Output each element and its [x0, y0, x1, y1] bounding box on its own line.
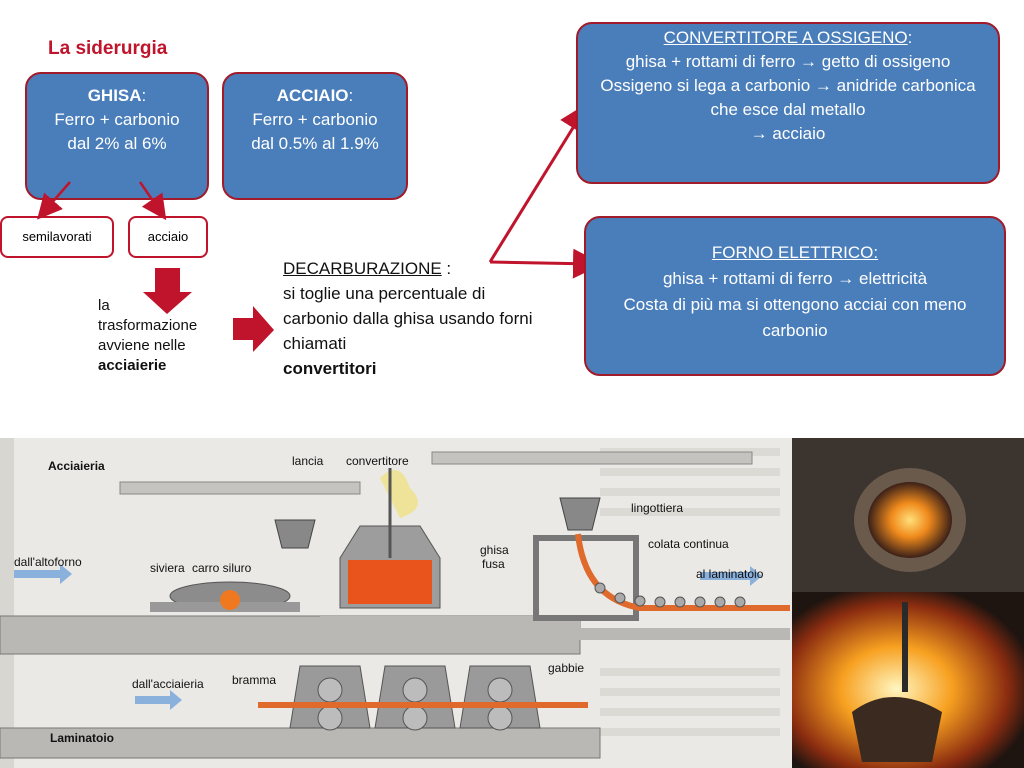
note-line1: la: [98, 297, 110, 314]
semilavorati-box: semilavorati: [0, 216, 114, 258]
label-fusa: fusa: [482, 557, 505, 571]
acciaio-colon: :: [348, 86, 354, 105]
decarb-body: si toglie una percentuale di carbonio da…: [283, 284, 533, 353]
label-lancia: lancia: [292, 454, 324, 468]
right-block-arrow: [233, 306, 274, 352]
forno-box: FORNO ELETTRICO: ghisa + rottami di ferr…: [584, 216, 1006, 376]
label-colata: colata continua: [648, 537, 729, 551]
label-convertitore: convertitore: [346, 454, 409, 468]
arrow-to-forno: [489, 248, 603, 279]
forno-heading: FORNO ELETTRICO:: [711, 243, 879, 262]
label-ghisa: ghisa: [480, 543, 509, 557]
label-al-laminatoio: al laminatoio: [696, 567, 764, 581]
furnace-photo-bottom: [792, 592, 1024, 768]
label-acciaieria: Acciaieria: [48, 459, 105, 473]
decarb-colon: :: [441, 259, 452, 278]
down-block-arrow: [143, 268, 192, 314]
arrow-to-semilavorati: [37, 181, 71, 220]
note-bold: acciaierie: [98, 357, 167, 374]
convertitore-line1: ghisa + rottami di ferro → getto di ossi…: [625, 52, 951, 71]
acciaio-box: ACCIAIO: Ferro + carbonio dal 0.5% al 1.…: [222, 72, 408, 200]
forno-line2: Costa di più ma si ottengono acciai con …: [623, 295, 967, 340]
note-line3: avviene nelle: [98, 337, 186, 354]
ghisa-colon: :: [141, 86, 147, 105]
ghisa-box: GHISA: Ferro + carbonio dal 2% al 6%: [25, 72, 209, 200]
connector-layer: [37, 102, 603, 352]
label-lingottiera: lingottiera: [631, 501, 683, 515]
furnace-photo-top: [792, 438, 1024, 592]
arrow-to-acciaio: [138, 181, 167, 221]
ghisa-text: Ferro + carbonio dal 2% al 6%: [54, 110, 180, 153]
decarb-heading: DECARBURAZIONE: [283, 259, 442, 278]
page-title: La siderurgia: [48, 38, 168, 59]
decarb-bold: convertitori: [283, 359, 377, 378]
convertitore-heading: CONVERTITORE A OSSIGENO: [663, 28, 908, 47]
convertitore-line3: → acciaio: [750, 124, 826, 143]
acciaierie-note: la trasformazione avviene nelle acciaier…: [98, 296, 228, 376]
label-dallacciaieria: dall'acciaieria: [132, 677, 204, 691]
label-bramma: bramma: [232, 673, 276, 687]
acciaio-text: Ferro + carbonio dal 0.5% al 1.9%: [251, 110, 379, 153]
label-altoforno: dall'altoforno: [14, 555, 82, 569]
label-siviera: siviera: [150, 561, 185, 575]
steel-plant-diagram: Acciaieria lancia convertitore lingottie…: [0, 438, 792, 768]
convertitore-colon: :: [907, 28, 913, 47]
convertitore-box: CONVERTITORE A OSSIGENO: ghisa + rottami…: [576, 22, 1000, 184]
arrow-to-convertitore: [488, 102, 589, 263]
acciaio-small-box: acciaio: [128, 216, 208, 258]
note-line2: trasformazione: [98, 317, 198, 334]
label-gabbie: gabbie: [548, 661, 584, 675]
decarburazione-text: DECARBURAZIONE : si toglie una percentua…: [283, 256, 541, 381]
convertitore-line2: Ossigeno si lega a carbonio → anidride c…: [600, 76, 976, 119]
label-laminatoio: Laminatoio: [50, 731, 114, 745]
forno-line1: ghisa + rottami di ferro → elettricità: [662, 269, 928, 288]
label-carro: carro siluro: [192, 561, 252, 575]
acciaio-heading: ACCIAIO: [276, 86, 349, 105]
ghisa-heading: GHISA: [87, 86, 142, 105]
